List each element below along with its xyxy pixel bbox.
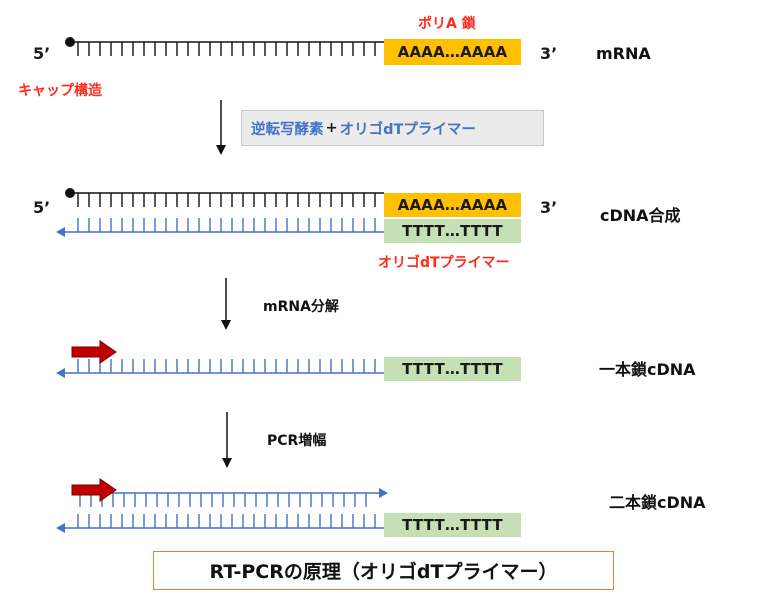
step-arrow-1-head <box>216 145 226 155</box>
cdna-arrowhead <box>56 227 65 237</box>
five-prime-label-mrna: 5’ <box>33 44 51 63</box>
oligo-dt-single-strand: TTTT…TTTT <box>384 357 521 381</box>
primer-label: オリゴdTプライマー <box>339 121 476 138</box>
primer-arrow-double <box>71 478 117 502</box>
step-arrow-2-head <box>221 320 231 330</box>
step-arrow-3-head <box>222 458 232 468</box>
stage-label-double-strand: 二本鎖cDNA <box>609 493 706 512</box>
oligo-dt-cdna: TTTT…TTTT <box>384 219 521 243</box>
new-strand-arrowhead <box>379 488 388 498</box>
plus-sign: + <box>325 120 338 136</box>
three-prime-label-cdna: 3’ <box>540 198 558 217</box>
oligo-dt-double-strand: TTTT…TTTT <box>384 513 521 537</box>
diagram-title: RT-PCRの原理（オリゴdTプライマー） <box>153 551 614 590</box>
stage-label-cdna-synthesis: cDNA合成 <box>600 206 681 225</box>
template-strand-arrowhead <box>56 523 65 533</box>
primer-arrow-single <box>71 340 117 364</box>
five-prime-label-cdna: 5’ <box>33 198 51 217</box>
step-label-pcr-amplification: PCR増幅 <box>267 433 327 449</box>
three-prime-label-mrna: 3’ <box>540 44 558 63</box>
stage-label-mrna: mRNA <box>596 44 651 63</box>
poly-a-annotation: ポリA 鎖 <box>418 16 476 32</box>
reverse-transcription-box: 逆転写酵素 + オリゴdTプライマー <box>241 110 544 146</box>
step-label-mrna-degradation: mRNA分解 <box>263 299 339 315</box>
stage-label-single-strand: 一本鎖cDNA <box>599 360 696 379</box>
single-strand-arrowhead <box>56 368 65 378</box>
oligo-primer-annotation: オリゴdTプライマー <box>378 255 510 271</box>
poly-a-tail-mrna: AAAA…AAAA <box>384 39 521 65</box>
enzyme-label: 逆転写酵素 <box>251 121 324 138</box>
poly-a-tail-cdna: AAAA…AAAA <box>384 193 521 217</box>
cap-structure-annotation: キャップ構造 <box>18 83 102 99</box>
